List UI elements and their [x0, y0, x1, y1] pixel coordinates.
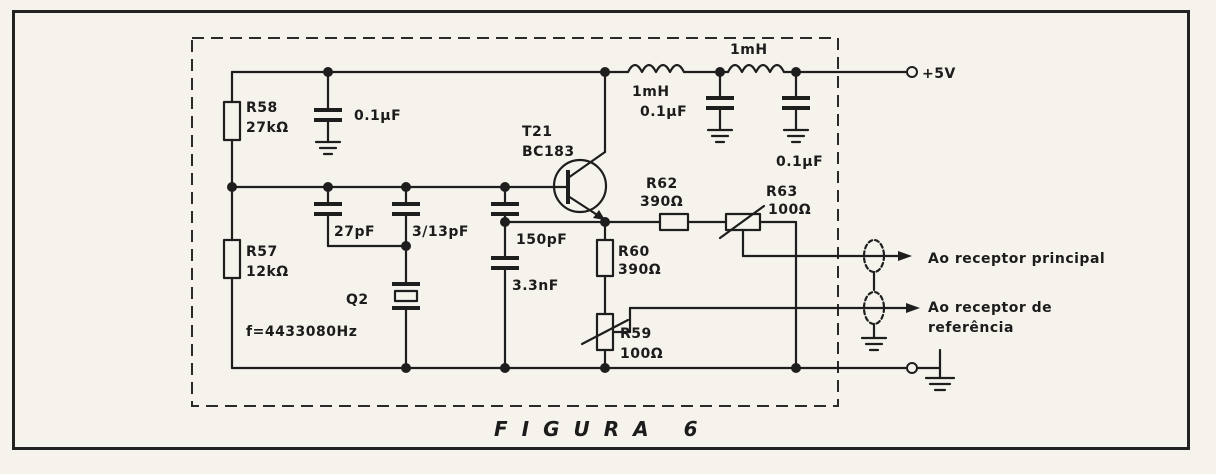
figure-border	[12, 10, 1190, 450]
label-r58-name: R58	[246, 100, 278, 116]
label-c-3-3nf: 3.3nF	[512, 278, 559, 294]
inductor-l2	[726, 63, 786, 74]
label-out-ref-line2: referência	[928, 320, 1014, 336]
label-q2-name: Q2	[346, 292, 369, 308]
label-t21-name: T21	[522, 124, 553, 140]
label-r58-value: 27kΩ	[246, 120, 289, 136]
module-enclosure	[191, 37, 839, 407]
transistor-t21	[552, 70, 608, 222]
resistor-r62	[658, 212, 728, 232]
label-c3-value: 0.1μF	[776, 154, 823, 170]
label-r60-value: 390Ω	[618, 262, 661, 278]
figure-caption: FIGURA 6	[494, 417, 712, 441]
resistor-r58	[222, 70, 242, 189]
label-c-trim: 3/13pF	[412, 224, 469, 240]
ground-rail	[230, 348, 956, 392]
crystal-q2	[392, 282, 420, 370]
label-r57-name: R57	[246, 244, 278, 260]
label-out-principal: Ao receptor principal	[928, 251, 1105, 267]
label-c-150pf: 150pF	[516, 232, 567, 248]
potentiometer-r59	[580, 303, 920, 370]
label-r63-value: 100Ω	[768, 202, 811, 218]
label-r60-name: R60	[618, 244, 650, 260]
label-c1-value: 0.1μF	[354, 108, 401, 124]
label-r59-name: R59	[620, 326, 652, 342]
label-vcc: +5V	[922, 66, 956, 82]
label-frequency: f=4433080Hz	[246, 324, 357, 340]
label-r57-value: 12kΩ	[246, 264, 289, 280]
label-r62-value: 390Ω	[640, 194, 683, 210]
inductor-l1	[626, 63, 686, 74]
coax-shield-reference	[860, 290, 888, 352]
junction-dots	[227, 67, 801, 373]
label-c-27pf: 27pF	[334, 224, 375, 240]
label-l2-value: 1mH	[730, 42, 768, 58]
label-l1-value: 1mH	[632, 84, 670, 100]
coax-shield-principal	[862, 238, 886, 292]
label-out-ref-line1: Ao receptor de	[928, 300, 1052, 316]
capacitor-3-3nf	[491, 256, 519, 370]
potentiometer-r63	[718, 204, 912, 370]
capacitor-c2	[706, 70, 734, 144]
resistor-r60	[595, 220, 615, 316]
capacitor-c-decoupling	[314, 70, 342, 156]
supply-rail	[230, 66, 918, 78]
label-r62-name: R62	[646, 176, 678, 192]
label-c2-value: 0.1μF	[640, 104, 687, 120]
capacitor-27pf	[314, 185, 408, 248]
label-r59-value: 100Ω	[620, 346, 663, 362]
capacitor-c3	[782, 70, 810, 144]
resistor-r57	[222, 185, 242, 370]
label-t21-type: BC183	[522, 144, 575, 160]
label-r63-name: R63	[766, 184, 798, 200]
